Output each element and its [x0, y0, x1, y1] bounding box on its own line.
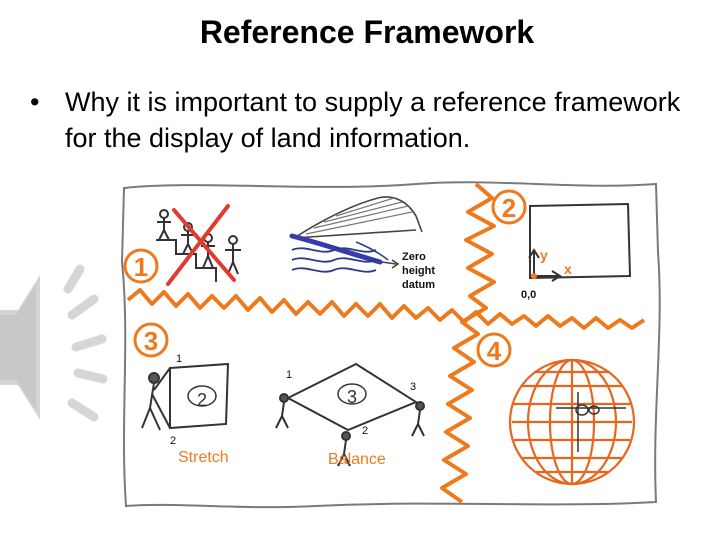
stretch-point-2: 2 [170, 435, 176, 447]
reference-framework-illustration: 1 2 3 4 Zero height datum [120, 181, 661, 509]
balance-point-3: 3 [410, 381, 416, 393]
panel-number-1: 1 [134, 252, 148, 282]
globe-origin-mark [556, 392, 626, 452]
mountain-water-drawing [289, 196, 423, 273]
origin-point [531, 273, 537, 279]
stretch-point-1: 1 [176, 353, 182, 365]
coordinate-grid-drawing [528, 202, 632, 282]
axis-y-label: y [540, 247, 548, 263]
datum-label-line-1: Zero [402, 251, 426, 263]
stretch-caption: Stretch [178, 449, 229, 466]
illustration-border [120, 181, 661, 509]
stretch-drawing [141, 362, 230, 431]
datum-label: Zero height datum [402, 251, 435, 291]
balance-point-1: 1 [286, 369, 292, 381]
panel-3-marker: 3 [133, 322, 169, 358]
bullet-point: • Why it is important to supply a refere… [30, 84, 700, 156]
globe-drawing [508, 358, 636, 486]
axis-x-label: x [564, 261, 572, 277]
slide-title: Reference Framework [199, 14, 535, 50]
bullet-text: Why it is important to supply a referenc… [65, 87, 681, 153]
datum-label-line-2: height [402, 265, 435, 277]
speaker-icon[interactable] [0, 255, 120, 440]
stretch-box-number: 2 [197, 390, 207, 410]
panel-2-marker: 2 [491, 189, 527, 225]
bullet-marker: • [30, 87, 40, 117]
horizontal-divider [126, 288, 646, 330]
datum-label-line-3: datum [402, 279, 435, 291]
panel-number-4: 4 [487, 336, 502, 366]
panel-4-marker: 4 [476, 332, 512, 368]
panel-1-marker: 1 [123, 248, 159, 284]
panel-number-2: 2 [502, 193, 516, 223]
balance-box-number: 3 [347, 387, 357, 407]
vertical-divider [440, 182, 496, 504]
panel-number-3: 3 [144, 326, 158, 356]
cross-out-mark [166, 204, 236, 286]
balance-caption: Balance [328, 451, 386, 468]
origin-label: 0,0 [521, 289, 536, 301]
balance-drawing [275, 362, 425, 467]
balance-point-2: 2 [362, 425, 368, 437]
